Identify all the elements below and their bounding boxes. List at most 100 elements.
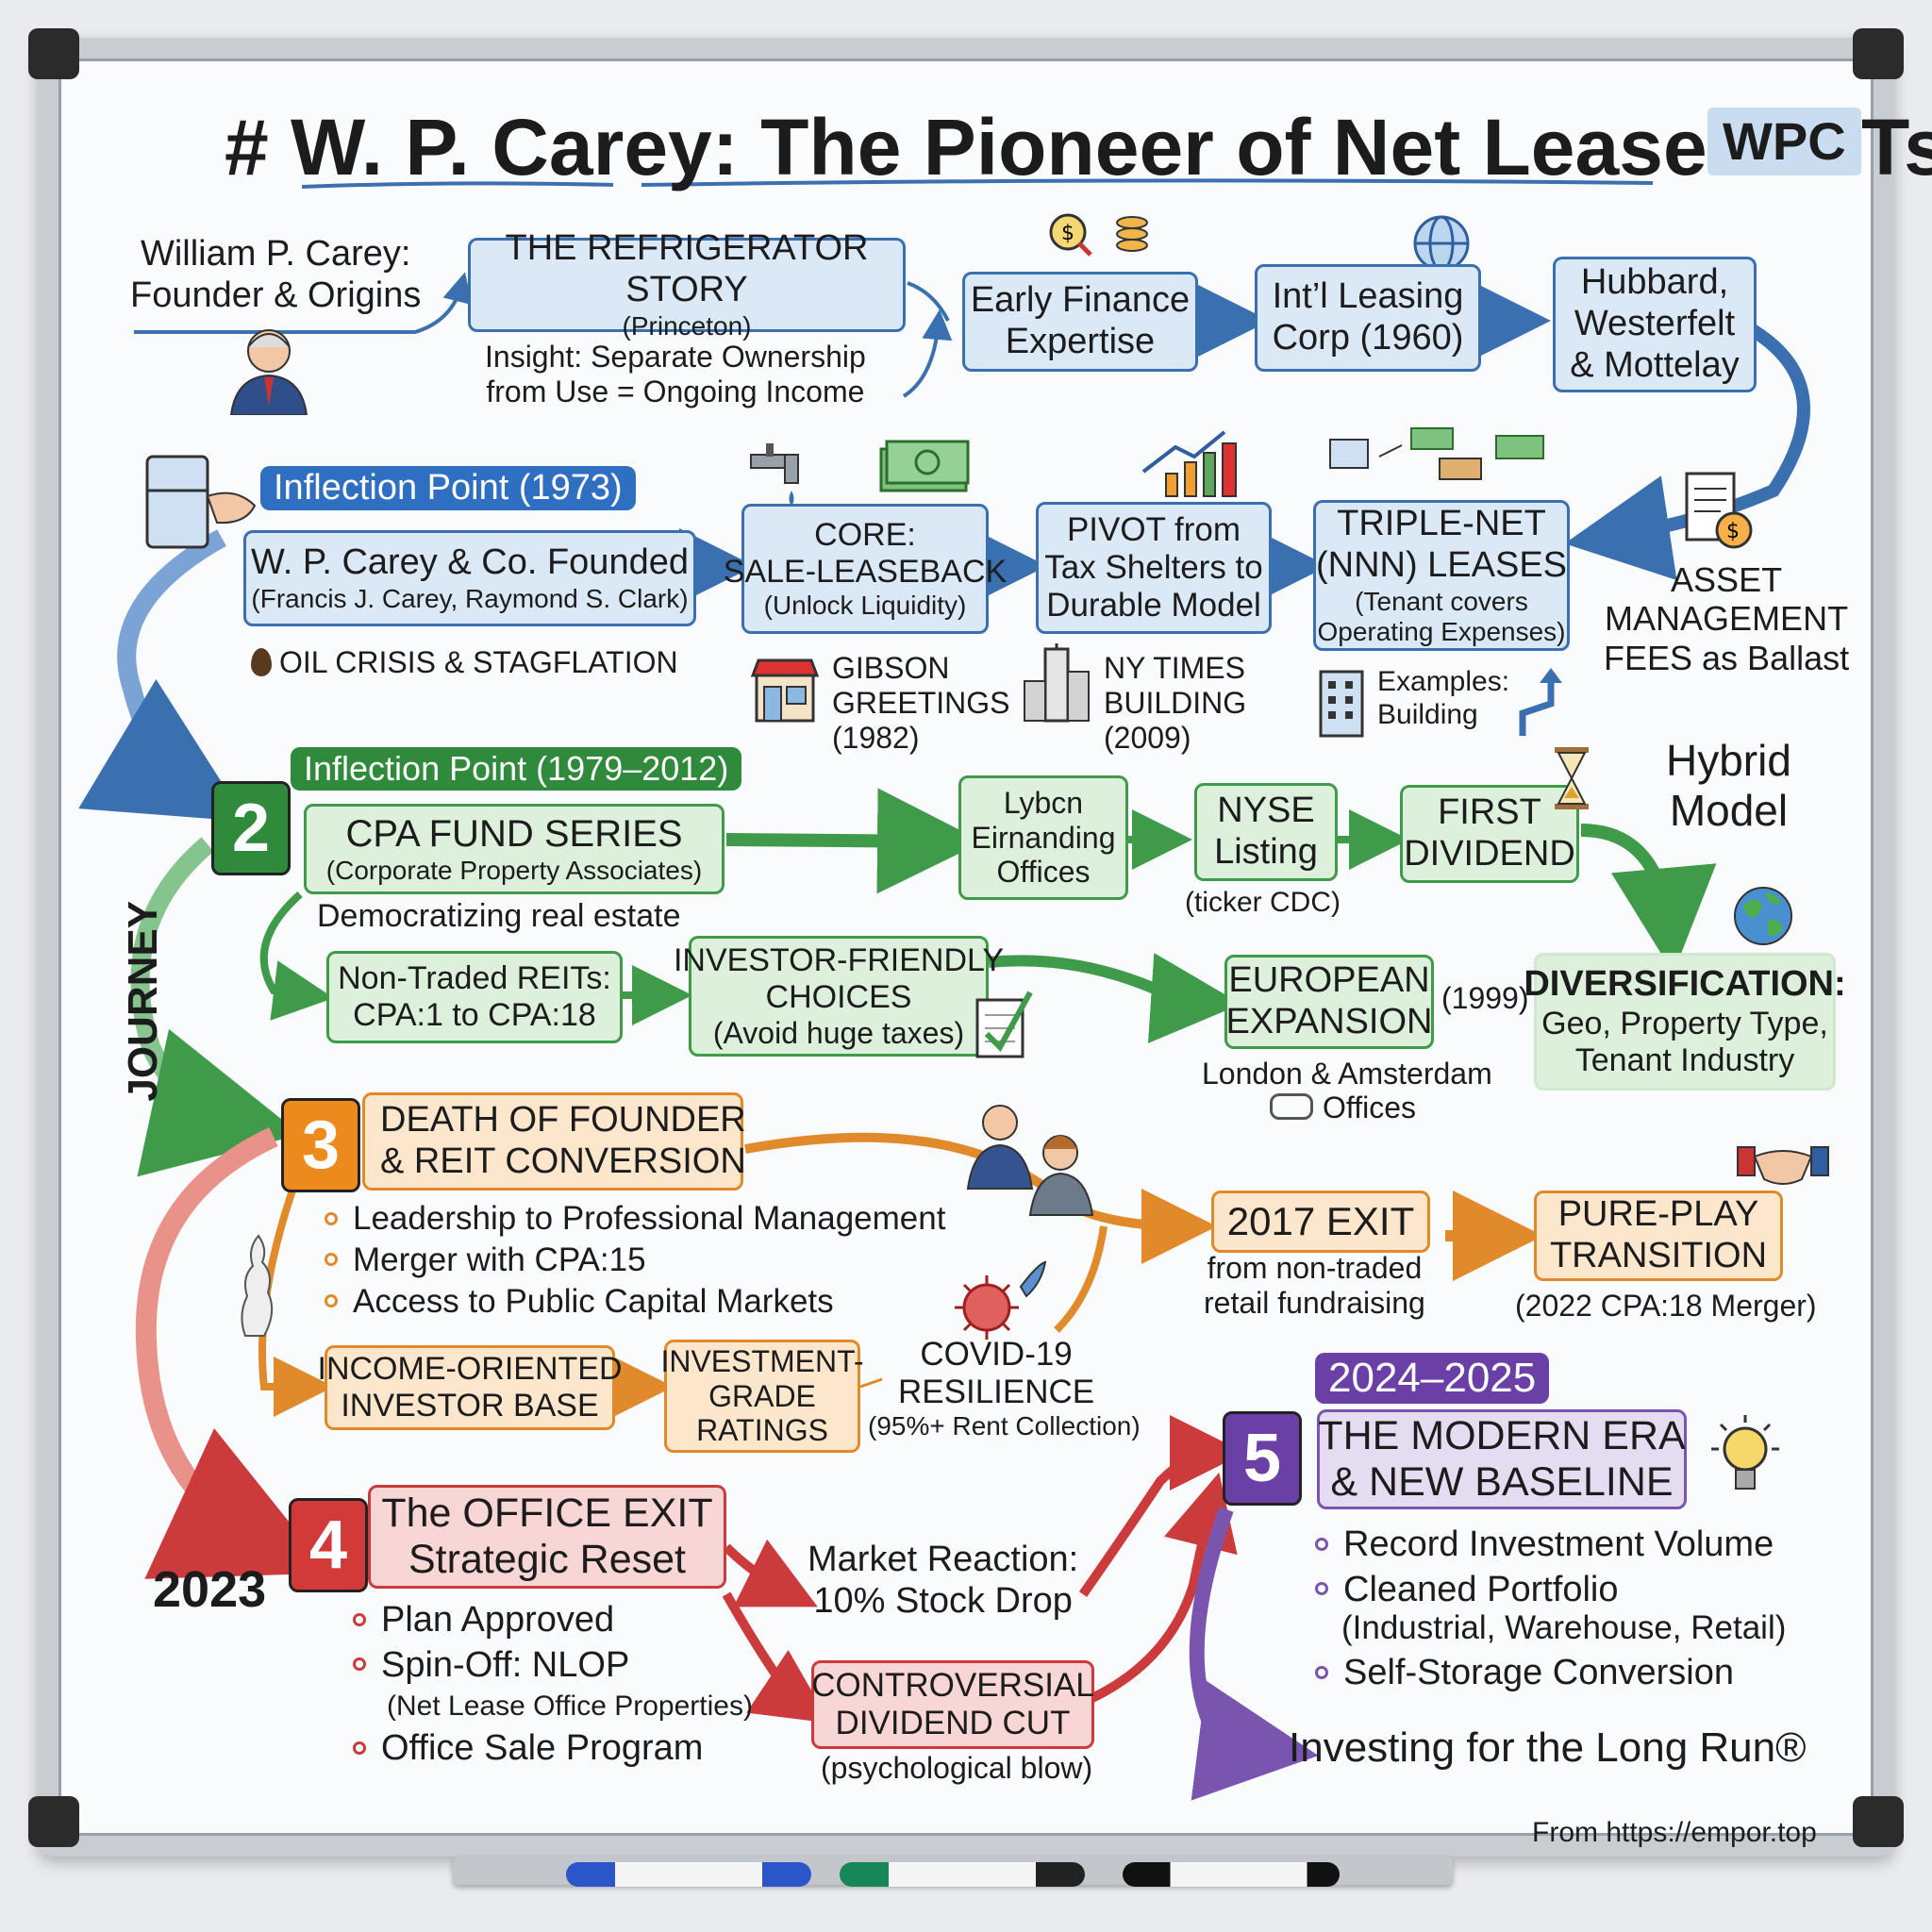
gibson-text: GIBSON GREETINGS (1982) (832, 651, 1010, 755)
pure-play-sub: (2022 CPA:18 Merger) (1515, 1289, 1817, 1323)
asset-management-text: ASSET MANAGEMENT FEES as Ballast (1604, 560, 1850, 677)
stage-3-number: 3 (281, 1098, 360, 1192)
skyscraper-icon (1021, 643, 1092, 727)
investor-friendly-sub: (Avoid huge taxes) (712, 1015, 965, 1050)
stage4-bullet-1: Plan Approved (349, 1598, 629, 1643)
stage5-bullets: Record Investment Volume Cleaned Portfol… (1311, 1523, 1774, 1612)
stage-2-number: 2 (211, 781, 291, 875)
arrow-covid-to-2017 (1054, 1225, 1108, 1333)
diversification-sub: Geo, Property Type, Tenant Industry (1541, 1005, 1828, 1078)
arrow-investor-to-european (988, 953, 1241, 1043)
hubbard-text: Hubbard, Westerfelt & Mottelay (1570, 262, 1740, 385)
pivot-text: PIVOT from Tax Shelters to Durable Model (1044, 510, 1263, 625)
arrow-cpa-to-lybcn (725, 788, 983, 894)
intl-leasing-box: Int’l Leasing Corp (1960) (1255, 264, 1481, 372)
stage5-bullet-3: Self-Storage Conversion (1311, 1651, 1734, 1696)
hourglass-icon (1553, 745, 1591, 816)
refrigerator-icon (132, 449, 264, 558)
exit-2017-sub: from non-traded retail fundraising (1204, 1251, 1425, 1320)
ticker-badge: WPC (1707, 108, 1861, 176)
arrow-2-to-3 (130, 837, 301, 1177)
oil-drop-icon (251, 648, 272, 676)
covid-sub: (95%+ Rent Collection) (868, 1411, 1141, 1441)
stage5-bullet-2: Cleaned Portfolio (1311, 1568, 1774, 1613)
investor-friendly-title: INVESTOR-FRIENDLY CHOICES (673, 941, 1005, 1015)
dividend-cut-box: CONTROVERSIAL DIVIDEND CUT (811, 1660, 1094, 1749)
green-marker[interactable] (840, 1862, 1085, 1887)
arrow-fridge-to-finance (907, 281, 950, 322)
investment-grade-text: INVESTMENT- GRADE RATINGS (660, 1343, 864, 1448)
virus-icon (947, 1255, 1051, 1354)
death-of-founder-text: DEATH OF FOUNDER & REIT CONVERSION (380, 1100, 746, 1181)
nytimes-text: NY TIMES BUILDING (2009) (1104, 651, 1247, 755)
growth-chart-icon (1138, 425, 1241, 505)
arrow-cut-to-5 (1090, 1472, 1238, 1703)
nyse-text: NYSE Listing (1214, 791, 1318, 872)
investment-grade-box: INVESTMENT- GRADE RATINGS (660, 1340, 864, 1453)
lease-cash-flow-icon (1326, 421, 1553, 491)
deal-handshake-icon (1736, 1138, 1830, 1199)
arrow-hubbard-to-nnn (1564, 314, 1810, 580)
income-oriented-box: INCOME-ORIENTED INVESTOR BASE (318, 1345, 623, 1430)
office-building-icon (1315, 662, 1372, 742)
cpa-fund-series-box: CPA FUND SERIES (Corporate Property Asso… (304, 804, 724, 894)
inflection-1973-badge: Inflection Point (1973) (260, 466, 636, 510)
tagline-text: Investing for the Long Run® (1289, 1724, 1807, 1771)
founder-portrait-icon (226, 321, 311, 416)
hubbard-box: Hubbard, Westerfelt & Mottelay (1553, 257, 1757, 392)
board-corner-tl (28, 28, 79, 79)
pivot-box: PIVOT from Tax Shelters to Durable Model (1036, 502, 1272, 634)
exit-2017-text: 2017 EXIT (1226, 1198, 1415, 1243)
page-title: # W. P. Carey: The Pioneer of Net Lease … (225, 103, 1932, 192)
lightbulb-idea-icon (1698, 1411, 1792, 1510)
storefront-icon (749, 655, 821, 731)
intl-leasing-text: Int’l Leasing Corp (1960) (1272, 276, 1464, 358)
offices-label: Offices (1323, 1091, 1416, 1124)
modern-era-box: THE MODERN ERA & NEW BASELINE (1317, 1409, 1687, 1509)
death-of-founder-box: DEATH OF FOUNDER & REIT CONVERSION (362, 1092, 746, 1191)
founded-title: W. P. Carey & Co. Founded (251, 542, 689, 583)
arrow-founder-to-fridge (134, 272, 473, 334)
covid-title: COVID-19 RESILIENCE (898, 1336, 1095, 1411)
journey-label: JOURNEY (120, 900, 167, 1102)
european-expansion-box: EUROPEAN EXPANSION (1224, 955, 1434, 1049)
office-exit-text: The OFFICE EXIT Strategic Reset (381, 1490, 713, 1582)
diversification-title: DIVERSIFICATION: (1524, 964, 1846, 1005)
european-text: EUROPEAN EXPANSION (1225, 960, 1433, 1041)
nnn-sub: (Tenant covers Operating Expenses) (1317, 586, 1566, 646)
office-exit-box: The OFFICE EXIT Strategic Reset (368, 1485, 726, 1589)
lybcn-offices-box: Lybcn Eirnanding Offices (958, 775, 1128, 900)
stage4-bullets-2: Office Sale Program (349, 1726, 703, 1772)
dividend-cut-sub: (psychological blow) (821, 1751, 1093, 1785)
arrow-cpa-to-nontraded (259, 891, 334, 1021)
arrow-1973-to-2 (78, 529, 247, 822)
dividend-cut-text: CONTROVERSIAL DIVIDEND CUT (811, 1666, 1094, 1741)
nyse-listing-box: NYSE Listing (1194, 783, 1338, 881)
board-corner-br (1853, 1796, 1904, 1847)
board-corner-bl (28, 1796, 79, 1847)
stage3-bullet-1: Leadership to Professional Management (321, 1198, 945, 1240)
stage3-bullet-3: Access to Public Capital Markets (321, 1281, 945, 1323)
svg-text:$: $ (1726, 520, 1740, 543)
first-dividend-text: FIRST DIVIDEND (1404, 792, 1575, 874)
nnn-title: TRIPLE-NET (NNN) LEASES (1315, 504, 1568, 585)
diversification-box: DIVERSIFICATION: Geo, Property Type, Ten… (1524, 953, 1846, 1091)
cpa-title: CPA FUND SERIES (345, 812, 683, 855)
arrow-5-to-tagline (1189, 1507, 1319, 1801)
founder-label: William P. Carey: Founder & Origins (130, 234, 422, 315)
founded-sub: (Francis J. Carey, Raymond S. Clark) (251, 583, 689, 613)
core-sub: (Unlock Liquidity) (763, 591, 967, 620)
exit-2017-box: 2017 EXIT (1211, 1191, 1430, 1253)
arrow-dividend-to-diversification (1580, 824, 1717, 974)
investor-friendly-box: INVESTOR-FRIENDLY CHOICES (Avoid huge ta… (674, 936, 1004, 1057)
earth-icon (1730, 883, 1796, 954)
stage4-bullet-3: Office Sale Program (349, 1726, 703, 1772)
stage3-bullets: Leadership to Professional Management Me… (321, 1198, 945, 1322)
nnn-leases-box: TRIPLE-NET (NNN) LEASES (Tenant covers O… (1313, 500, 1570, 651)
oil-crisis-text: OIL CRISIS & STAGFLATION (251, 645, 678, 680)
stage4-bullets: Plan Approved Spin-Off: NLOP (349, 1598, 629, 1688)
black-marker[interactable] (1123, 1862, 1340, 1887)
board-corner-tr (1853, 28, 1904, 79)
blue-marker[interactable] (566, 1862, 811, 1887)
